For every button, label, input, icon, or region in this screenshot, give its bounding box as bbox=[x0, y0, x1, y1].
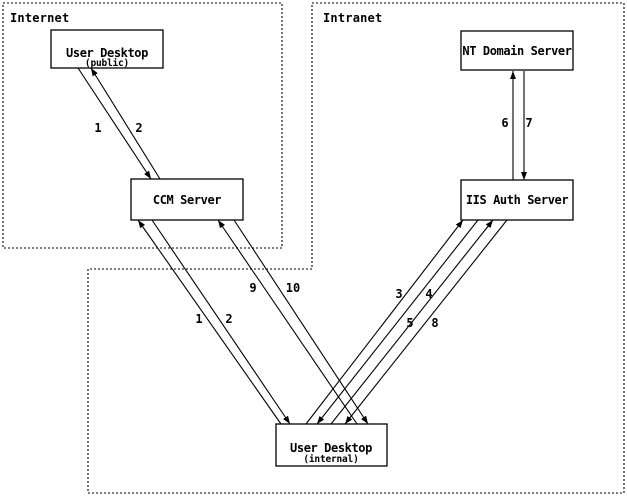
flow-line-1-internal-desktop-to-ccm bbox=[137, 219, 282, 425]
node-user-desktop-public-sublabel: (public) bbox=[85, 58, 129, 69]
node-nt-domain-server-box bbox=[460, 30, 574, 71]
node-iis-auth-server-label: IIS Auth Server bbox=[466, 193, 569, 207]
flow-line-1-public-desktop-to-ccm bbox=[77, 67, 152, 180]
flow-line-9-internal-desktop-to-ccm bbox=[217, 219, 358, 425]
node-ccm-server-box bbox=[130, 178, 244, 221]
node-user-desktop-internal-box bbox=[275, 423, 388, 467]
node-iis-auth-server-box bbox=[460, 179, 574, 221]
flow-label-7: 7 bbox=[525, 116, 532, 130]
node-user-desktop-public-box bbox=[50, 29, 164, 69]
intranet-zone-label: Intranet bbox=[323, 11, 382, 25]
flow-label-8: 8 bbox=[431, 316, 438, 330]
node-iis-auth-server: IIS Auth Server bbox=[460, 179, 574, 221]
node-user-desktop-internal: User Desktop (internal) bbox=[275, 423, 388, 467]
flow-label-9: 9 bbox=[249, 281, 256, 295]
node-user-desktop-public-label: User Desktop bbox=[66, 46, 148, 60]
flow-line-5-internal-desktop-to-iis bbox=[330, 219, 494, 425]
node-nt-domain-server-label: NT Domain Server bbox=[462, 44, 571, 58]
flow-line-10-ccm-to-internal-desktop bbox=[233, 219, 369, 425]
flow-line-4-iis-to-internal-desktop bbox=[316, 219, 479, 425]
node-user-desktop-internal-sublabel: (internal) bbox=[303, 454, 358, 465]
flow-label-6: 6 bbox=[501, 116, 508, 130]
node-ccm-server: CCM Server bbox=[130, 178, 244, 221]
flow-label-1-internal: 1 bbox=[195, 312, 202, 326]
node-ccm-server-label: CCM Server bbox=[153, 193, 221, 207]
internet-zone-label: Internet bbox=[10, 11, 69, 25]
intranet-zone-border bbox=[87, 2, 625, 494]
flow-label-1-public: 1 bbox=[94, 121, 101, 135]
flow-label-3: 3 bbox=[395, 287, 402, 301]
flow-line-2-ccm-to-internal-desktop bbox=[151, 219, 291, 425]
flow-line-2-ccm-to-public-desktop bbox=[90, 67, 161, 180]
node-user-desktop-internal-label: User Desktop bbox=[290, 441, 372, 455]
flow-label-10: 10 bbox=[286, 281, 300, 295]
flow-label-4: 4 bbox=[425, 287, 432, 301]
internet-zone-border bbox=[2, 2, 283, 249]
flow-label-5: 5 bbox=[406, 316, 413, 330]
flow-label-2-internal: 2 bbox=[225, 312, 232, 326]
flow-line-3-internal-desktop-to-iis bbox=[305, 219, 464, 425]
flow-label-2-public: 2 bbox=[135, 121, 142, 135]
node-nt-domain-server: NT Domain Server bbox=[460, 30, 574, 71]
node-user-desktop-public: User Desktop (public) bbox=[50, 29, 164, 69]
flow-line-8-iis-to-internal-desktop bbox=[344, 219, 508, 425]
